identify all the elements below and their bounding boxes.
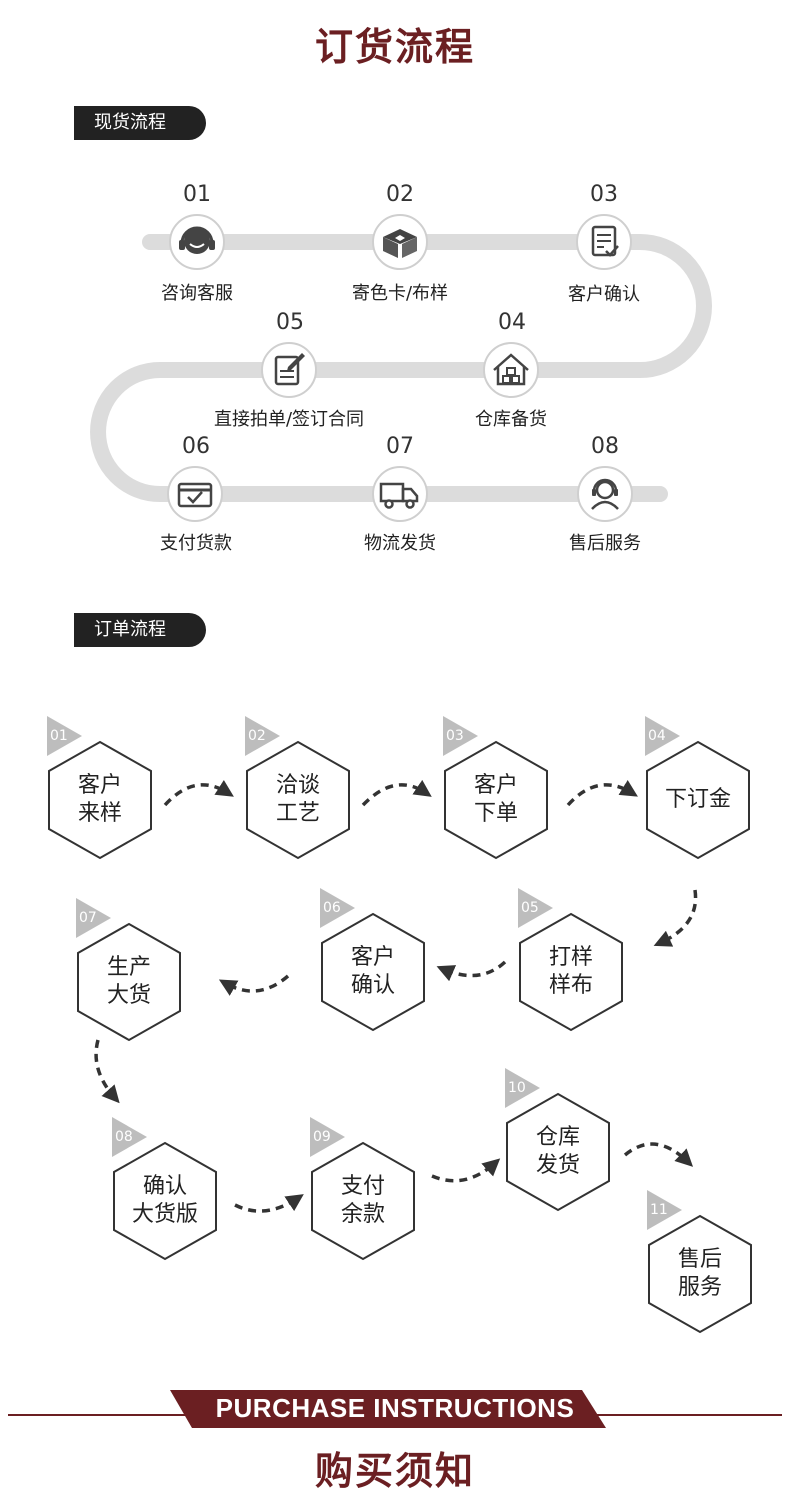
stock-step-num: 01	[183, 182, 211, 207]
order-step-label: 客户下单	[473, 773, 518, 826]
order-step-label: 下订金	[664, 787, 731, 812]
order-step-num: 06	[323, 900, 341, 916]
stock-step-num: 02	[386, 182, 414, 207]
order-step-num: 05	[521, 900, 539, 916]
contract-edit-icon	[261, 342, 317, 398]
order-step-num: 08	[115, 1129, 133, 1145]
stock-step-label: 售后服务	[569, 533, 641, 554]
order-step-label: 仓库发货	[535, 1125, 580, 1178]
payment-card-icon	[167, 466, 223, 522]
order-step-label: 支付余款	[340, 1174, 385, 1227]
package-icon	[372, 214, 428, 270]
stock-step-label: 支付货款	[160, 533, 232, 554]
order-step-num: 01	[50, 728, 68, 744]
customer-service-icon	[169, 214, 225, 270]
stock-step-label: 物流发货	[364, 533, 436, 554]
section-tag-stock: 现货流程	[74, 106, 206, 140]
order-step-label: 打样样布	[548, 945, 593, 998]
stock-step-num: 05	[276, 310, 304, 335]
purchase-instructions-banner: PURCHASE INSTRUCTIONS	[215, 1393, 575, 1423]
order-step-num: 07	[79, 910, 97, 926]
stock-step-label: 仓库备货	[475, 409, 547, 430]
order-step-num: 03	[446, 728, 464, 744]
document-check-icon	[576, 214, 632, 270]
section-tag-order: 订单流程	[74, 613, 206, 647]
stock-step-label: 客户确认	[568, 284, 640, 305]
order-step-num: 09	[313, 1129, 331, 1145]
order-step-num: 04	[648, 728, 666, 744]
delivery-truck-icon	[372, 466, 428, 522]
order-step-label: 洽谈工艺	[275, 773, 320, 826]
page-title: 订货流程	[314, 25, 475, 69]
stock-step-label: 咨询客服	[161, 283, 233, 304]
order-step-num: 02	[248, 728, 266, 744]
order-step-label: 生产大货	[106, 955, 151, 1008]
order-step-num: 11	[650, 1202, 668, 1218]
stock-step-num: 03	[590, 182, 618, 207]
after-sales-headset-icon	[577, 466, 633, 522]
stock-step-num: 08	[591, 434, 619, 459]
footer-title: 购买须知	[314, 1449, 475, 1493]
order-step-label: 客户确认	[350, 945, 395, 998]
order-step-label: 客户来样	[77, 773, 122, 826]
stock-step-num: 06	[182, 434, 210, 459]
order-step-label: 售后服务	[677, 1247, 722, 1300]
order-step-label: 确认大货版	[131, 1174, 198, 1227]
stock-step-num: 07	[386, 434, 414, 459]
stock-flow-track	[90, 234, 712, 502]
warehouse-icon	[483, 342, 539, 398]
stock-step-label: 寄色卡/布样	[351, 283, 449, 304]
stock-step-label: 直接拍单/签订合同	[213, 409, 365, 430]
stock-step-num: 04	[498, 310, 526, 335]
order-step-num: 10	[508, 1080, 526, 1096]
